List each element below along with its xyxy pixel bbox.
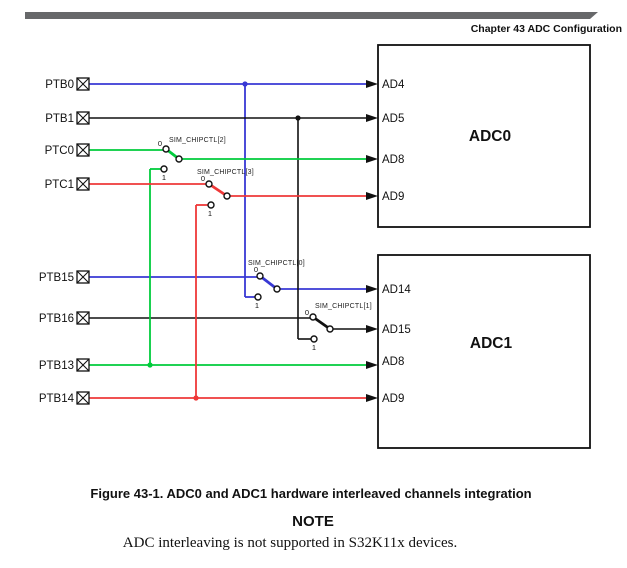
note-text: ADC interleaving is not supported in S32…: [123, 535, 457, 551]
junction-ptb14: [193, 395, 199, 401]
switch2-pos0: 0: [158, 139, 162, 148]
pin-ptc1-label: PTC1: [45, 179, 74, 191]
pin-ptb14-x2-icon: [76, 391, 90, 405]
switch1-pos1: 1: [312, 343, 316, 352]
switch3-label: SIM_CHIPCTL[3]: [197, 169, 254, 176]
wires-red: [89, 182, 369, 399]
switch3-terminal1: [207, 201, 215, 209]
switch2-pivot: [175, 155, 183, 163]
adc1-box: [377, 254, 591, 449]
pin-ptb14: PTB14: [39, 391, 90, 405]
pin-ptc0-label: PTC0: [45, 145, 74, 157]
switch2-terminal0: [162, 145, 170, 153]
pin-ptc1: PTC1: [45, 177, 90, 191]
pin-ptc0: PTC0: [45, 143, 90, 157]
switch1-terminal0: [309, 313, 317, 321]
pin-ptb1: PTB1: [45, 111, 90, 125]
adc0-channel-ad9: AD9: [382, 191, 404, 203]
arrow-ad15: [366, 325, 378, 333]
switch1-label: SIM_CHIPCTL[1]: [315, 303, 372, 310]
adc0-title: ADC0: [469, 128, 511, 145]
wires-green: [89, 147, 369, 366]
switch0-terminal1: [254, 293, 262, 301]
pin-ptb15: PTB15: [39, 270, 90, 284]
pin-ptc1-x2-icon: [76, 177, 90, 191]
pin-ptb1-label: PTB1: [45, 113, 74, 125]
pin-ptb14-label: PTB14: [39, 393, 75, 405]
switch1-pos0: 0: [305, 308, 309, 317]
switch0-pivot: [273, 285, 281, 293]
pin-ptb0: PTB0: [45, 77, 90, 91]
pin-ptb0-x2-icon: [76, 77, 90, 91]
switch3-pivot: [223, 192, 231, 200]
port-pins: PTB0 PTB1 PTC0 PTC1 PTB15: [39, 77, 90, 405]
switch0-label: SIM_CHIPCTL[0]: [248, 260, 305, 267]
adc1-channel-ad9: AD9: [382, 393, 404, 405]
chapter-header: Chapter 43 ADC Configuration: [471, 23, 622, 35]
pin-ptc0-x2-icon: [76, 143, 90, 157]
switch2-pos1: 1: [162, 173, 166, 182]
adc0-box: [377, 44, 591, 228]
arrow-ad8b: [366, 361, 378, 369]
arrow-ad14: [366, 285, 378, 293]
pin-ptb13-label: PTB13: [39, 360, 74, 372]
pin-ptb1-x2-icon: [76, 111, 90, 125]
switch0-terminal0: [256, 272, 264, 280]
switch3-terminal0: [205, 180, 213, 188]
junction-ptb13: [147, 362, 153, 368]
arrow-ad8: [366, 155, 378, 163]
arrow-ad4: [366, 80, 378, 88]
adc1-channel-ad15: AD15: [382, 324, 411, 336]
input-arrowheads: [366, 80, 378, 402]
switch2-label: SIM_CHIPCTL[2]: [169, 137, 226, 144]
adc1-title: ADC1: [470, 335, 513, 352]
adc0-channel-ad5: AD5: [382, 113, 404, 125]
switch3-pos0: 0: [201, 174, 205, 183]
adc1-channel-ad8: AD8: [382, 356, 404, 368]
pin-ptb16: PTB16: [39, 311, 90, 325]
switch1-terminal1: [310, 335, 318, 343]
arrow-ad9: [366, 192, 378, 200]
junction-ptb0: [242, 81, 248, 87]
pin-ptb13-x2-icon: [76, 358, 90, 372]
arrow-ad5: [366, 114, 378, 122]
pin-ptb0-label: PTB0: [45, 79, 74, 91]
arrow-ad9b: [366, 394, 378, 402]
adc0-channel-ad8: AD8: [382, 154, 404, 166]
pin-ptb16-label: PTB16: [39, 313, 74, 325]
switch0-pos0: 0: [254, 265, 258, 274]
pin-ptb15-label: PTB15: [39, 272, 74, 284]
switch3-pos1: 1: [208, 209, 212, 218]
note-title: NOTE: [292, 513, 334, 530]
pin-ptb15-x2-icon: [76, 270, 90, 284]
wires-blue: [89, 83, 369, 298]
adc0-channel-ad4: AD4: [382, 79, 405, 91]
pin-ptb16-x2-icon: [76, 311, 90, 325]
figure-caption: Figure 43-1. ADC0 and ADC1 hardware inte…: [90, 486, 531, 501]
switch2-terminal1: [160, 165, 168, 173]
header-rule-bar: [25, 12, 598, 19]
junction-ptb1: [295, 115, 301, 121]
switch-terminals: [160, 145, 334, 343]
switch0-pos1: 1: [255, 301, 259, 310]
pin-ptb13: PTB13: [39, 358, 90, 372]
switch1-pivot: [326, 325, 334, 333]
adc1-channel-ad14: AD14: [382, 284, 411, 296]
